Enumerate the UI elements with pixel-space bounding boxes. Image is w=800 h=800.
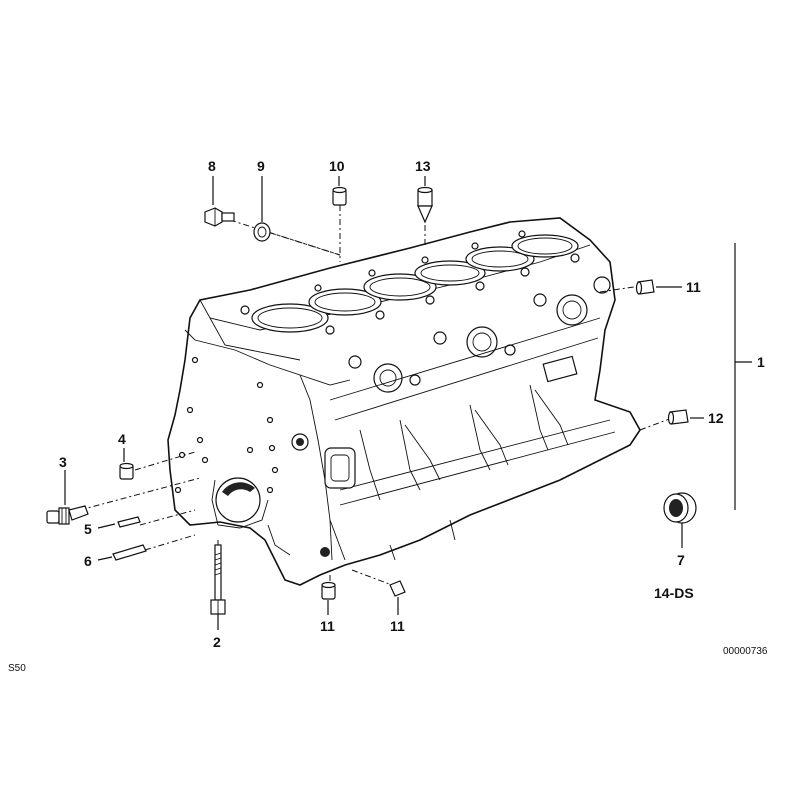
callout-leaders	[64, 176, 752, 630]
part-4-dowel-sleeve	[119, 462, 134, 480]
callout-5: 5	[84, 521, 92, 537]
callout-9: 9	[257, 158, 265, 174]
callout-6: 6	[84, 553, 92, 569]
part-11-dowel-sleeve-right	[635, 279, 655, 295]
part-9-sealing-washer	[253, 222, 271, 242]
part-3-screw-plug	[46, 505, 89, 525]
callout-numbers: 8 9 10 13 4 3 5 6 2 11 11 11 12 1 7 14-D…	[8, 158, 768, 674]
front-face-details	[174, 356, 356, 557]
callout-11-bottom-right: 11	[390, 618, 405, 634]
part-7-shaft-seal	[663, 492, 697, 524]
corner-code: S50	[8, 663, 26, 674]
section-code: 14-DS	[654, 585, 694, 601]
callout-2: 2	[213, 634, 221, 650]
side-ribs	[329, 317, 616, 561]
part-11-dowel-sleeve-bottom	[321, 581, 336, 600]
side-bosses	[348, 276, 611, 393]
part-8-hex-bolt	[204, 207, 235, 227]
part-5-dowel-pin	[117, 516, 141, 528]
callout-7: 7	[677, 552, 685, 568]
callout-8: 8	[208, 158, 216, 174]
callout-11-right: 11	[686, 279, 701, 295]
head-bolt-holes	[240, 230, 580, 335]
drawing-number: 00000736	[723, 646, 768, 657]
callout-11-bottom-left: 11	[320, 618, 335, 634]
part-6-dowel-pin	[112, 544, 147, 561]
engine-block-drawing	[167, 217, 641, 586]
part-10-dowel-sleeve	[332, 186, 347, 206]
part-12-dowel-sleeve	[667, 409, 689, 425]
callout-10: 10	[329, 158, 345, 174]
cylinder-bores	[251, 234, 579, 333]
callout-3: 3	[59, 454, 67, 470]
part-2-bolt	[210, 544, 226, 615]
callout-12: 12	[708, 410, 724, 426]
callout-13: 13	[415, 158, 431, 174]
part-11-dowel-pin-bottom	[389, 580, 406, 597]
part-13-plug	[417, 186, 433, 224]
callout-1: 1	[757, 354, 765, 370]
callout-4: 4	[118, 431, 126, 447]
